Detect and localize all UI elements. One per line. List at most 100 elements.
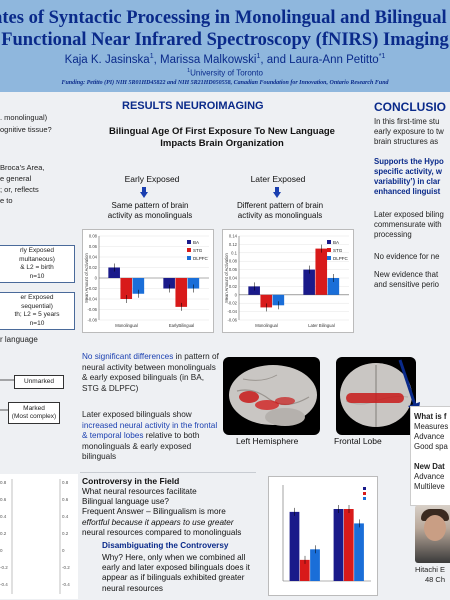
box-line: n=10: [29, 272, 45, 280]
early-exposed-label: Early Exposed: [124, 174, 180, 184]
author-name: Kaja K. Jasinska: [64, 53, 150, 66]
mini-tick-label: 0: [0, 548, 3, 553]
brain-left-svg: [229, 365, 317, 426]
mini-tick-label: -0.2: [0, 565, 8, 570]
results-title: RESULTS NEUROIMAGING: [122, 100, 264, 112]
bar: [175, 278, 188, 307]
left-text-line: e to: [0, 196, 13, 205]
bar: [187, 278, 200, 289]
mini-tick-label: -0.4: [0, 582, 8, 587]
photo-face: [424, 515, 446, 541]
bar: [343, 509, 354, 581]
later-exposed-desc: Different pattern of brain activity as m…: [220, 201, 340, 221]
contro-line: effortful because it appears to use grea…: [82, 517, 234, 527]
bar: [272, 294, 285, 306]
funding-line: Funding: Petitto (PI) NIH 5R01HD45822 an…: [61, 80, 389, 86]
mini-tick-label: 0.4: [0, 514, 7, 519]
concl-line: processing: [374, 230, 412, 239]
affiliation-sup: 1: [187, 68, 191, 74]
legend-label: STG: [333, 248, 343, 253]
mini-tick-label: 0.6: [0, 497, 7, 502]
y-tick-label: -0.04: [227, 309, 237, 314]
y-tick-label: 0.02: [89, 265, 98, 270]
finding-highlight: increased neural activity in the frontal…: [82, 420, 218, 441]
mini-chart-axes: [11, 479, 61, 594]
author-name: Laura-Ann Petitto: [289, 53, 379, 66]
y-axis-label: Mean Amount of Activation: [224, 253, 229, 303]
bar: [289, 511, 300, 581]
concl-para-3: Later exposed biling commensurate with p…: [374, 210, 444, 240]
later-chart-svg: 0.140.120.10.080.060.040.020-0.02-0.04-0…: [224, 234, 349, 328]
bar: [333, 509, 344, 581]
legend-swatch: [187, 256, 191, 260]
author-sup: *1: [378, 53, 386, 60]
box-line: multaneous): [19, 255, 55, 263]
desc-line: activity as monolinguals: [237, 211, 323, 220]
disamb-line: neural resources: [102, 583, 163, 593]
concl-line: specific activity, w: [374, 167, 442, 176]
y-tick-label: -0.04: [87, 297, 97, 302]
concl-line: Supports the Hypo: [374, 157, 444, 166]
y-tick-label: 0.1: [231, 250, 237, 255]
finding-paragraph-1: No significant differences in pattern of…: [82, 352, 222, 394]
author-sep: ,: [153, 53, 160, 66]
y-tick-label: 0.04: [229, 276, 238, 281]
fnirs-box-title2: New Dat: [414, 462, 445, 471]
box-line: th; L2 = 5 years: [14, 311, 60, 318]
concl-line: and sensitive perio: [374, 280, 440, 289]
bar: [120, 278, 133, 299]
participant-photo: [415, 505, 450, 563]
combined-bilingual-chart: [268, 476, 378, 596]
left-text-line: ognitive tissue?: [0, 125, 52, 134]
legend-label: DLPFC: [333, 256, 349, 261]
desc-line: Same pattern of brain: [111, 201, 189, 210]
fnirs-info-box: [410, 406, 450, 506]
mini-tick-label: -0.2: [62, 565, 70, 570]
bar: [315, 248, 328, 295]
concl-line: No evidence for ne: [374, 252, 440, 261]
subtitle-line: Impacts Brain Organization: [160, 138, 284, 149]
mini-tick-label: 0.2: [0, 531, 7, 536]
concl-line: brain structures as: [374, 137, 439, 146]
left-hemisphere-image: [223, 357, 320, 435]
contro-line: Frequent Answer – Bilingualism is more: [82, 507, 226, 517]
mini-tick-label: 0.4: [62, 514, 69, 519]
x-tick-label: Monolingual: [115, 323, 138, 328]
bar: [248, 286, 260, 295]
legend-label: DLPFC: [193, 256, 209, 261]
legend-swatch: [327, 240, 331, 244]
tree-marked-line: (Most complex): [11, 413, 57, 420]
photo-caption: Hitachi E: [415, 565, 446, 574]
finding-text: in pattern of neural activity between mo…: [82, 352, 219, 393]
controversy-text: What neural resources facilitate Bilingu…: [82, 487, 262, 538]
bar: [327, 278, 340, 295]
legend-swatch: [187, 240, 191, 244]
disamb-text: Why? Here, only when we combined all ear…: [102, 553, 272, 594]
concl-line: Later exposed biling: [374, 210, 444, 219]
author-sep: , and: [260, 53, 290, 66]
y-tick-label: 0.06: [89, 244, 98, 249]
poster-title-line2: Functional Near Infrared Spectroscopy (f…: [1, 30, 449, 50]
early-exposed-box: rly Exposed multaneous) & L2 = birth n=1…: [0, 245, 75, 283]
finding-text: relative to both monolinguals & early ex…: [82, 431, 200, 461]
fnirs-box-line: Measures: [414, 422, 449, 431]
bar: [260, 294, 273, 308]
left-text-line: ; or, reflects: [0, 185, 39, 194]
bar: [310, 549, 320, 581]
y-tick-label: 0: [95, 276, 98, 281]
concl-para-5: New evidence that and sensitive perio: [374, 270, 439, 290]
section-divider: [80, 472, 256, 473]
concl-line: variability’) in clar: [374, 177, 441, 186]
left-text-line: r language: [0, 335, 38, 344]
conclusions-title: CONCLUSIO: [374, 100, 446, 114]
early-exposed-desc: Same pattern of brain activity as monoli…: [90, 201, 210, 221]
y-tick-label: -0.02: [227, 301, 237, 306]
fnirs-box-line: Advance: [414, 432, 445, 441]
desc-line: activity as monolinguals: [107, 211, 193, 220]
legend-label: BA: [333, 240, 339, 245]
mini-tick-label: 0.8: [62, 480, 69, 485]
affiliation: 1University of Toronto: [0, 68, 450, 78]
left-text-line: . monolingual): [0, 113, 48, 122]
